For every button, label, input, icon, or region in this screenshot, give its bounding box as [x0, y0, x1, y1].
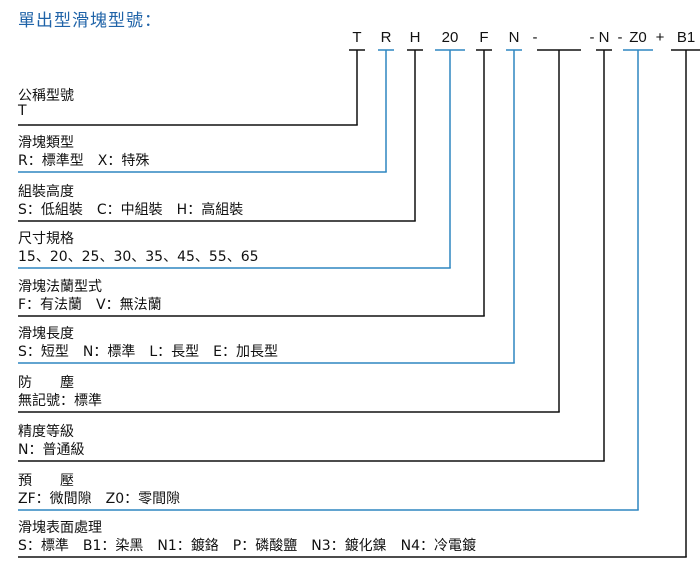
row-options: 15、20、25、30、35、45、55、65	[18, 249, 259, 265]
row-options: T	[18, 103, 27, 119]
code-separator: -	[589, 29, 595, 46]
row-title: 滑塊長度	[18, 326, 74, 342]
page-title: 單出型滑塊型號：	[18, 11, 162, 31]
row-options: S：短型 N：標準 L：長型 E：加長型	[18, 344, 279, 360]
row-options: R：標準型 X：特殊	[18, 153, 150, 169]
row-options: 無記號：標準	[18, 393, 102, 409]
row-options: N：普通級	[18, 442, 85, 458]
row-options: S：標準 B1：染黑 N1：鍍鉻 P：磷酸鹽 N3：鍍化鎳 N4：冷電鍍	[18, 538, 476, 554]
row-options: S：低組裝 C：中組裝 H：高組裝	[18, 202, 244, 218]
row-title: 尺寸規格	[18, 231, 74, 247]
row-options: F：有法蘭 V：無法蘭	[18, 297, 162, 313]
row-title: 組裝高度	[18, 184, 74, 200]
code-segment: R	[380, 29, 392, 46]
row-title: 公稱型號	[18, 88, 74, 104]
code-segment: 20	[441, 29, 459, 46]
row-title: 滑塊法蘭型式	[18, 279, 102, 295]
row-title: 滑塊表面處理	[18, 520, 102, 536]
code-segment: F	[479, 29, 489, 46]
code-segment: T	[352, 29, 362, 46]
code-segment: N	[598, 29, 610, 46]
code-segment: Z0	[629, 29, 647, 46]
code-separator: -	[617, 29, 623, 46]
code-segment: B1	[676, 29, 696, 46]
code-plus: +	[655, 29, 665, 46]
code-segment: N	[508, 29, 520, 46]
row-title: 預 壓	[18, 473, 74, 489]
row-title: 防 塵	[18, 375, 74, 391]
row-options: ZF：微間隙 Z0：零間隙	[18, 491, 181, 507]
code-segment: H	[409, 29, 421, 46]
row-title: 精度等級	[18, 424, 74, 440]
row-title: 滑塊類型	[18, 135, 74, 151]
code-separator: -	[532, 29, 538, 46]
